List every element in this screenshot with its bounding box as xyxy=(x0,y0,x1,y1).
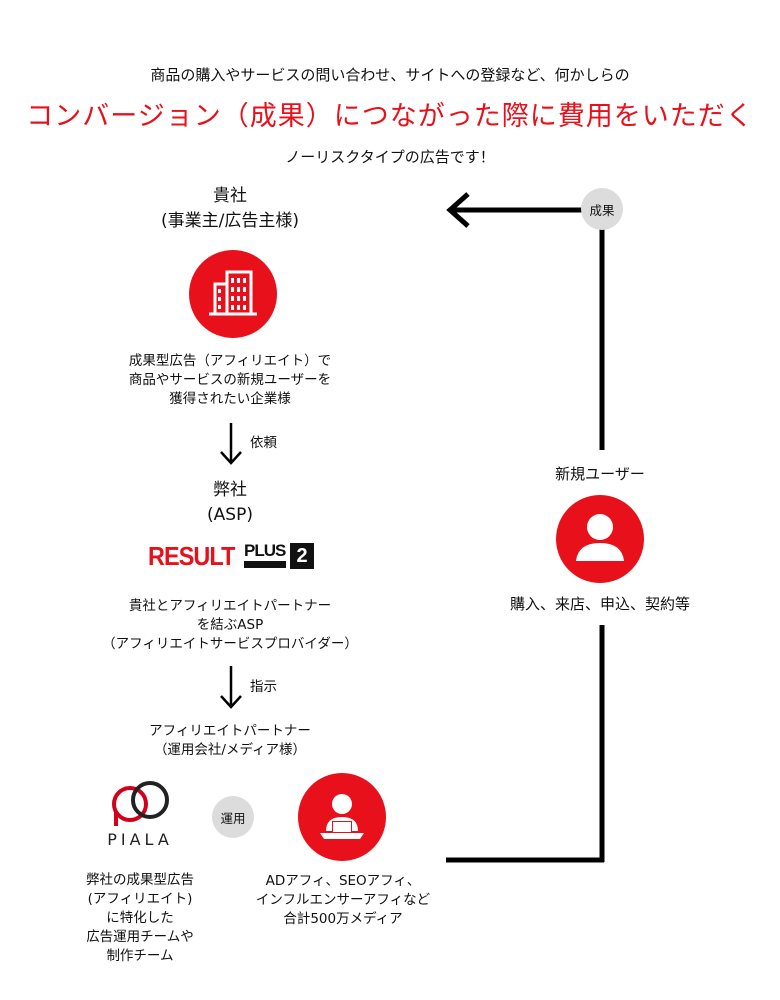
piala-logo: PIALA xyxy=(98,778,182,858)
asp-description: 貴社とアフィリエイトパートナー を結ぶASP （アフィリエイトサービスプロバイダ… xyxy=(102,598,358,652)
request-arrowhead xyxy=(220,451,242,465)
instruction-label: 指示 xyxy=(250,679,277,695)
headline: コンバージョン（成果）につながった際に費用をいただく xyxy=(26,101,754,132)
partner-node: アフィリエイトパートナー （運用会社/メディア様） xyxy=(90,722,370,760)
operation-badge: 運用 xyxy=(212,796,254,838)
user-icon xyxy=(556,495,644,583)
intro-subtext: ノーリスクタイプの広告です！ xyxy=(285,148,495,166)
logo-plus-text: PLUS xyxy=(244,541,286,560)
logo-number-badge: 2 xyxy=(290,543,314,569)
partner-title: アフィリエイトパートナー xyxy=(149,723,311,739)
request-label: 依頼 xyxy=(250,435,277,451)
logo-result-text: RESULT xyxy=(148,541,235,571)
client-description: 成果型広告（アフィリエイト）で 商品やサービスの新規ユーザーを 獲得されたい企業… xyxy=(128,353,332,407)
intro-text: 商品の購入やサービスの問い合わせ、サイトへの登録など、何かしらの xyxy=(150,66,630,84)
asp-subtitle: (ASP) xyxy=(207,505,253,525)
result-badge: 成果 xyxy=(581,188,623,230)
user-actions: 購入、来店、申込、契約等 xyxy=(509,595,690,613)
partner-subtitle: （運用会社/メディア様） xyxy=(153,742,307,758)
piala-logo-text: PIALA xyxy=(107,830,173,849)
result-arrowhead xyxy=(446,192,470,228)
media-description: ADアフィ、SEOアフィ、 インフルエンサーアフィなど 合計500万メディア xyxy=(255,873,431,927)
piala-description: 弊社の成果型広告 (アフィリエイト) に特化した 広告運用チームや 制作チーム xyxy=(86,872,194,964)
asp-title: 弊社 xyxy=(213,480,247,500)
building-icon xyxy=(189,250,277,338)
client-node: 貴社 (事業主/広告主様) xyxy=(130,184,330,234)
result-plus-logo: RESULT PLUS 2 xyxy=(148,541,318,571)
logo-plus-underline xyxy=(244,561,286,568)
client-title: 貴社 xyxy=(213,186,247,206)
client-subtitle: (事業主/広告主様) xyxy=(161,211,299,231)
laptop-person-icon xyxy=(298,773,386,861)
asp-node: 弊社 (ASP) xyxy=(130,478,330,528)
user-title: 新規ユーザー xyxy=(555,465,645,483)
instruction-arrowhead xyxy=(220,695,242,709)
